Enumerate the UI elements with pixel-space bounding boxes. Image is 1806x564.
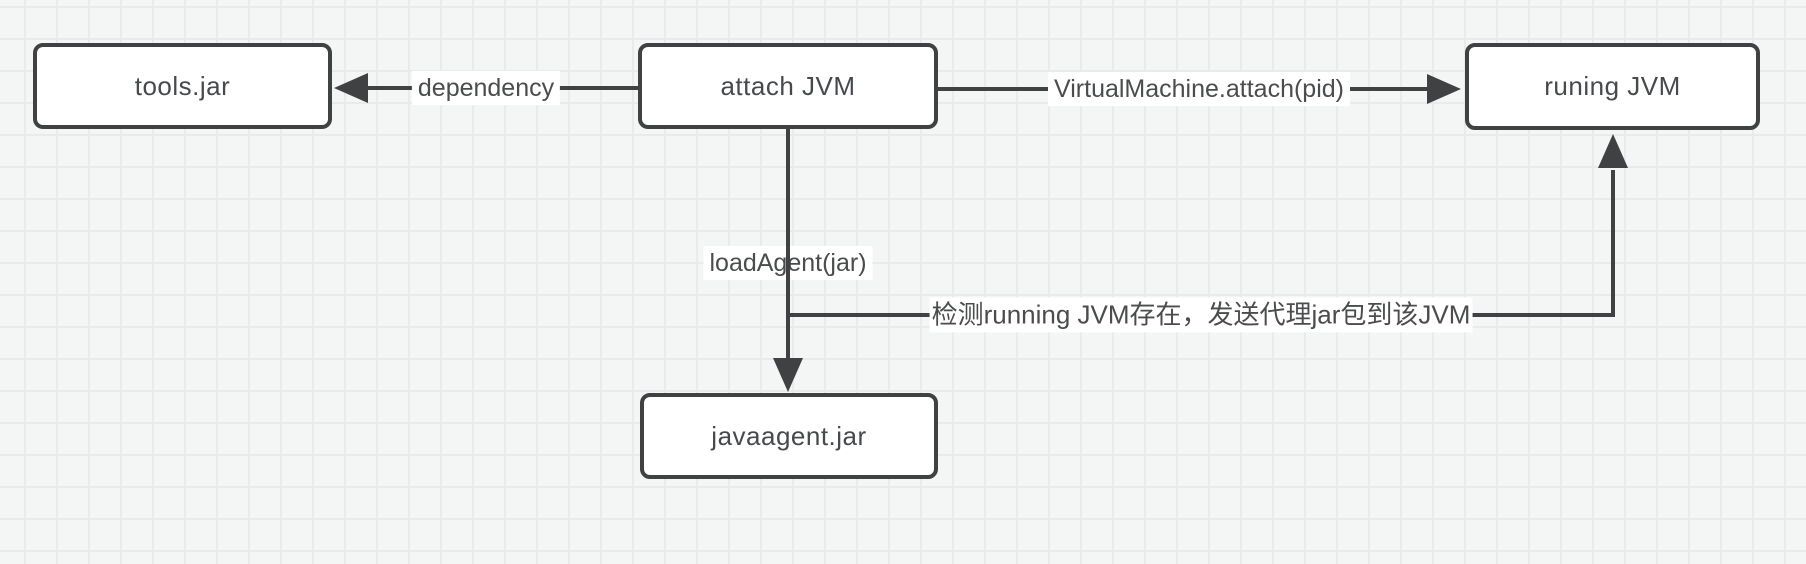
node-javaagent-jar-label: javaagent.jar bbox=[711, 420, 867, 451]
edge-send-agent-line bbox=[789, 170, 1615, 317]
arrowhead-left-icon bbox=[334, 73, 368, 103]
node-tools-jar[interactable]: tools.jar bbox=[33, 43, 332, 129]
node-attach-jvm-label: attach JVM bbox=[720, 70, 856, 101]
arrowhead-up-icon bbox=[1598, 134, 1628, 168]
node-attach-jvm[interactable]: attach JVM bbox=[638, 43, 938, 129]
edge-label-dependency[interactable]: dependency bbox=[411, 71, 561, 105]
arrowhead-right-icon bbox=[1427, 74, 1461, 104]
edge-label-send-agent-jar[interactable]: 检测running JVM存在，发送代理jar包到该JVM bbox=[929, 297, 1473, 333]
node-running-jvm-label: runing JVM bbox=[1544, 71, 1681, 101]
node-tools-jar-label: tools.jar bbox=[134, 70, 231, 101]
edge-label-virtualmachine-attach[interactable]: VirtualMachine.attach(pid) bbox=[1048, 72, 1350, 106]
arrowhead-down-icon bbox=[773, 358, 803, 392]
edge-label-load-agent[interactable]: loadAgent(jar) bbox=[703, 246, 873, 280]
node-running-jvm[interactable]: runing JVM bbox=[1465, 43, 1760, 130]
node-javaagent-jar[interactable]: javaagent.jar bbox=[640, 393, 938, 479]
